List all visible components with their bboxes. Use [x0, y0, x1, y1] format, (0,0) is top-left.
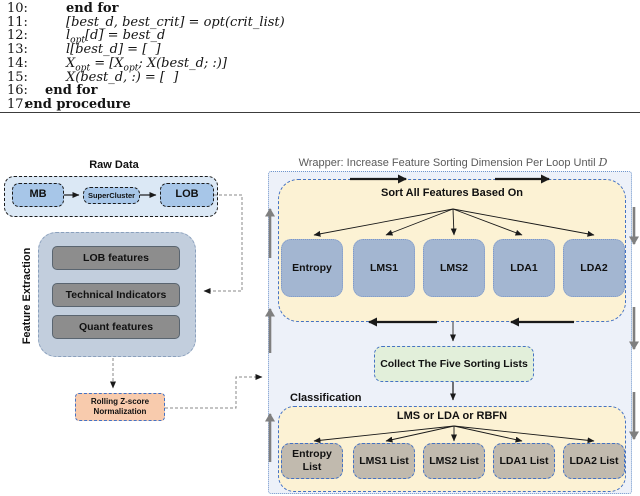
wrapper-title-variable: D [598, 156, 608, 169]
feature-box-quant-features: Quant features [52, 315, 180, 339]
sort-criterion-lda2: LDA2 [563, 239, 625, 297]
sort-features-title: Sort All Features Based On [380, 187, 524, 199]
line-number: 17: [7, 96, 28, 112]
sorted-list-lda2-list: LDA2 List [563, 443, 625, 479]
wrapper-title: Wrapper: Increase Feature Sorting Dimens… [280, 156, 626, 169]
algorithm-line: 13: l[best_d] = [ ] [0, 43, 640, 57]
rolling-zscore-normalization-box: Rolling Z-score Normalization [75, 393, 165, 421]
feature-extraction-title: Feature Extraction [21, 247, 33, 345]
algorithm-line: 15: X(best_d, :) = [ ] [0, 69, 640, 85]
keyword-statement: end for [66, 1, 119, 16]
sort-criterion-lms1: LMS1 [353, 239, 415, 297]
sorted-list-lda1-list: LDA1 List [493, 443, 555, 479]
collect-sorting-lists-box: Collect The Five Sorting Lists [374, 346, 534, 382]
math-statement: X(best_d, :) = [ ] [66, 69, 179, 85]
sort-criterion-lms2: LMS2 [423, 239, 485, 297]
feature-box-lob-features: LOB features [52, 246, 180, 270]
classification-label: Classification [290, 392, 362, 404]
sort-criterion-entropy: Entropy [281, 239, 343, 297]
keyword-statement: end for [45, 83, 98, 99]
classifier-title: LMS or LDA or RBFN [396, 410, 508, 422]
line-number: 11: [7, 14, 28, 30]
raw-box-lob: LOB [160, 183, 214, 207]
algorithm-line: 10: end for [0, 2, 640, 16]
raw-box-mb: MB [12, 183, 64, 207]
line-number: 16: [7, 83, 28, 99]
sorted-list-entropy-list: Entropy List [281, 443, 343, 479]
algorithm-line: 14: Xopt = [Xopt; X(best_d; :)] [0, 55, 640, 73]
sort-criterion-lda1: LDA1 [493, 239, 555, 297]
algorithm-line: 11: [best_d, best_crit] = opt(crit_list) [0, 14, 640, 30]
line-number: 14: [7, 55, 28, 71]
math-statement: lopt[d] = best_d [66, 28, 166, 46]
line-number: 12: [7, 28, 28, 44]
sorted-list-lms1-list: LMS1 List [353, 443, 415, 479]
feature-box-technical-indicators: Technical Indicators [52, 283, 180, 307]
algorithm-line: 16: end for [0, 84, 640, 98]
math-statement: Xopt = [Xopt; X(best_d; :)] [66, 55, 227, 74]
algorithm-line: 17:end procedure [0, 96, 640, 112]
line-number: 10: [7, 1, 28, 16]
sorted-list-lms2-list: LMS2 List [423, 443, 485, 479]
keyword-statement: end procedure [25, 96, 131, 112]
wrapper-title-text: Wrapper: Increase Feature Sorting Dimens… [298, 157, 599, 169]
algorithm-line: 12: lopt[d] = best_d [0, 28, 640, 46]
line-number: 15: [7, 69, 28, 85]
math-statement: l[best_d] = [ ] [66, 42, 161, 58]
raw-data-title: Raw Data [89, 159, 139, 171]
raw-box-supercluster: SuperCluster [83, 187, 140, 204]
math-statement: [best_d, best_crit] = opt(crit_list) [66, 14, 285, 30]
horizontal-rule [0, 112, 640, 113]
line-number: 13: [7, 42, 28, 58]
